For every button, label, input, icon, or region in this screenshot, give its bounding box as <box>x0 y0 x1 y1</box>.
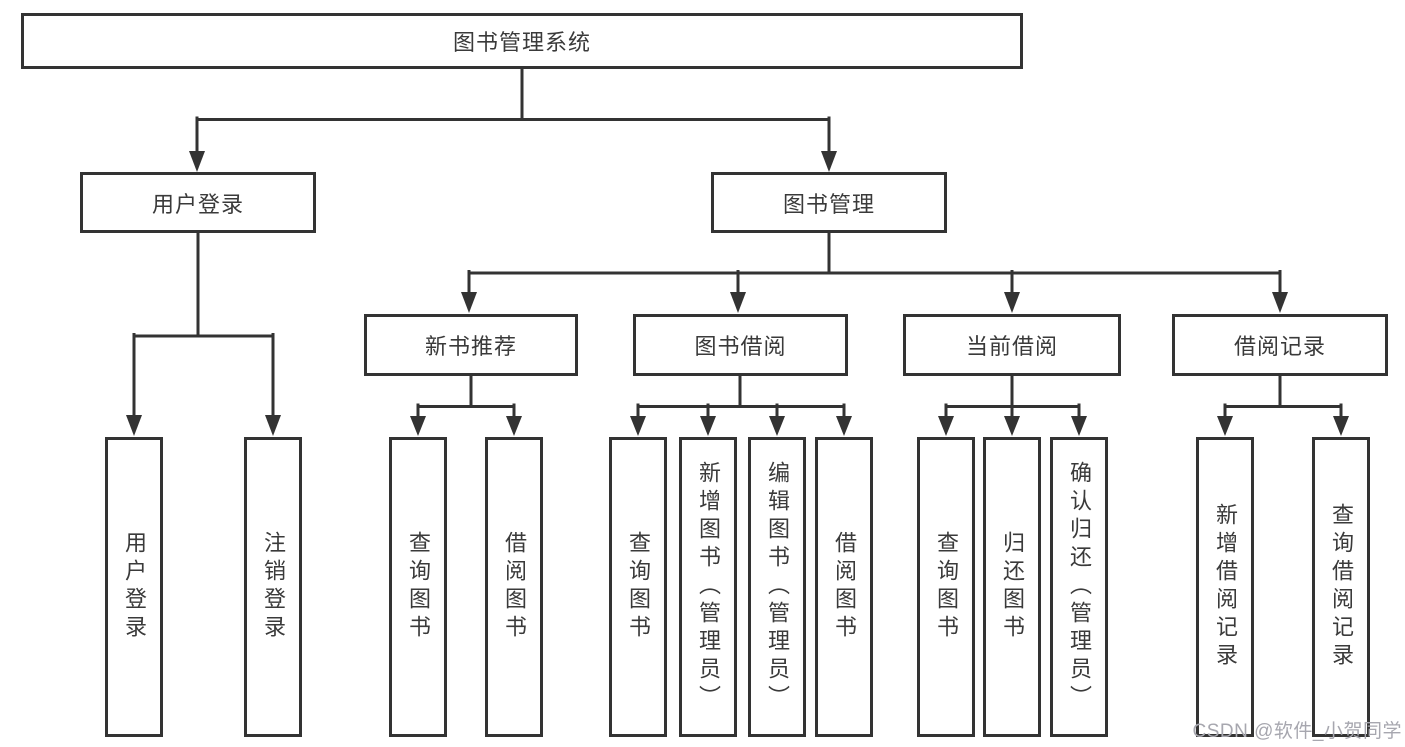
node-book-borrow-label: 图书借阅 <box>694 334 787 359</box>
leaf-query-borrow-record-label: 查询借阅记录 <box>1329 503 1354 671</box>
leaf-user-login: 用户登录 <box>105 437 163 737</box>
leaf-return-books-label: 归还图书 <box>1000 531 1025 643</box>
leaf-borrow-books-recommend-label: 借阅图书 <box>502 531 527 643</box>
leaf-confirm-return-admin: 确认归还（管理员） <box>1050 437 1108 737</box>
leaf-query-books-current-label: 查询图书 <box>934 531 959 643</box>
leaf-edit-books-admin: 编辑图书（管理员） <box>748 437 806 737</box>
leaf-add-borrow-record-label: 新增借阅记录 <box>1213 503 1238 671</box>
leaf-query-books-recommend-label: 查询图书 <box>406 531 431 643</box>
csdn-watermark: CSDN @软件_小贺同学 <box>1192 721 1402 742</box>
node-current-borrow: 当前借阅 <box>903 314 1121 376</box>
node-user-login-label: 用户登录 <box>151 191 244 217</box>
leaf-user-login-label: 用户登录 <box>122 531 147 643</box>
node-new-book-recommend-label: 新书推荐 <box>424 334 517 359</box>
root-node-label: 图书管理系统 <box>452 30 591 55</box>
leaf-query-books-current: 查询图书 <box>917 437 975 737</box>
node-book-management: 图书管理 <box>711 172 947 233</box>
leaf-add-borrow-record: 新增借阅记录 <box>1196 437 1254 737</box>
leaf-confirm-return-admin-label: 确认归还（管理员） <box>1067 461 1092 713</box>
leaf-add-books-admin-label: 新增图书（管理员） <box>696 461 721 713</box>
leaf-query-borrow-record: 查询借阅记录 <box>1312 437 1370 737</box>
leaf-query-books-borrow: 查询图书 <box>609 437 667 737</box>
leaf-add-books-admin: 新增图书（管理员） <box>679 437 737 737</box>
leaf-borrow-books-recommend: 借阅图书 <box>485 437 543 737</box>
leaf-logout: 注销登录 <box>244 437 302 737</box>
node-user-login: 用户登录 <box>80 172 316 233</box>
leaf-query-books-borrow-label: 查询图书 <box>626 531 651 643</box>
node-borrow-records-label: 借阅记录 <box>1233 334 1326 359</box>
connector-borrow-records-children <box>1217 374 1349 436</box>
leaf-edit-books-admin-label: 编辑图书（管理员） <box>765 461 790 713</box>
connector-book-borrow-children <box>630 374 852 436</box>
connector-book-management-level3 <box>461 231 1288 313</box>
leaf-return-books: 归还图书 <box>983 437 1041 737</box>
leaf-logout-label: 注销登录 <box>261 531 286 643</box>
leaf-query-books-recommend: 查询图书 <box>389 437 447 737</box>
node-current-borrow-label: 当前借阅 <box>965 334 1058 359</box>
node-borrow-records: 借阅记录 <box>1172 314 1388 376</box>
node-book-management-label: 图书管理 <box>782 191 875 217</box>
leaf-borrow-books: 借阅图书 <box>815 437 873 737</box>
root-node-library-system: 图书管理系统 <box>21 13 1023 69</box>
connector-root-to-level2 <box>189 66 837 172</box>
connector-user-login-children <box>126 231 281 436</box>
node-new-book-recommend: 新书推荐 <box>364 314 578 376</box>
connector-new-book-recommend-children <box>410 374 522 436</box>
node-book-borrow: 图书借阅 <box>633 314 848 376</box>
leaf-borrow-books-label: 借阅图书 <box>832 531 857 643</box>
connector-current-borrow-children <box>938 374 1087 436</box>
